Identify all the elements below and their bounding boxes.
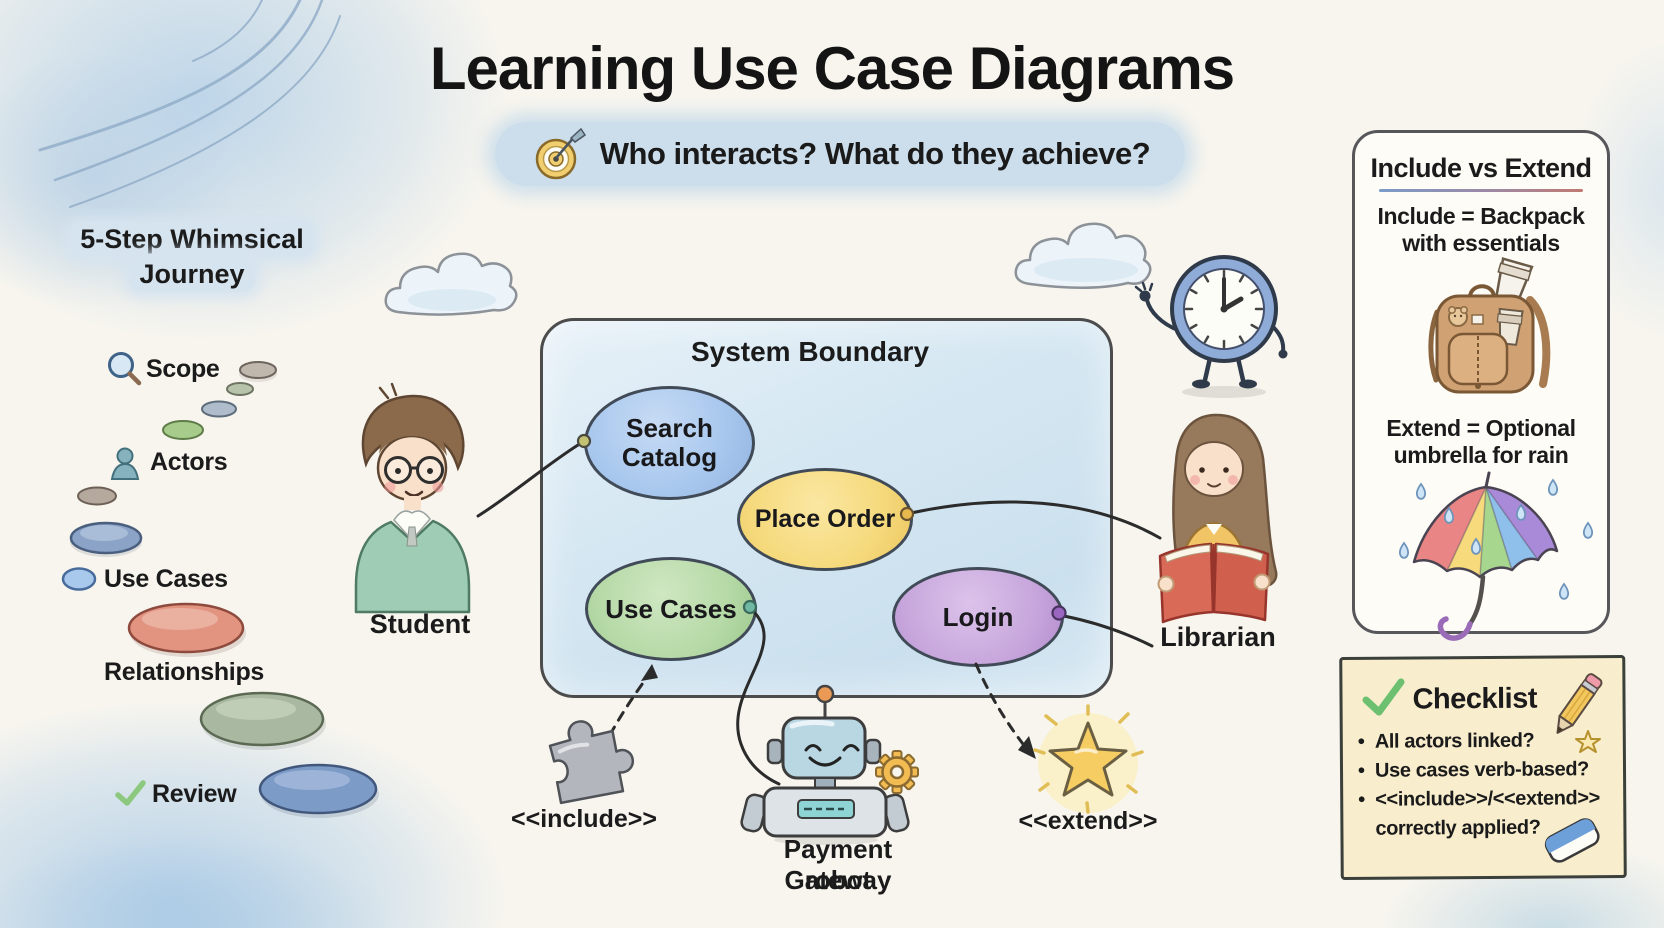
student-illustration [354,382,471,614]
page-title: Learning Use Case Diagrams [429,35,1235,102]
include-definition-text: Include = Backpack with essentials [1377,203,1585,256]
checklist-items: All actors linked? Use cases verb-based?… [1356,726,1607,844]
checklist-item: All actors linked? [1356,726,1606,757]
include-stereotype-label: <<include>> [511,805,657,833]
extend-arrowhead [1018,736,1036,759]
watercolor-wash-bottom-left-2 [0,830,400,928]
puzzle-piece-icon [548,720,635,805]
journey-heading-line2: Journey [129,257,255,292]
librarian-illustration [1157,413,1278,624]
robot-label-line2: robot [804,865,872,895]
step-label-use-cases: Use Cases [104,565,228,593]
subtitle-band: Who interacts? What do they achieve? [495,122,1185,186]
use-case-search-catalog: Search Catalog [584,386,755,500]
step-label-scope: Scope [146,355,220,383]
wind-curves-decoration [38,0,341,208]
step-label-actors: Actors [150,448,228,476]
subtitle-text: Who interacts? What do they achieve? [599,136,1151,171]
review-check-icon [115,780,146,806]
watercolor-wash-bottom-left [0,700,510,928]
robot-label-line1: Payment Gateway [783,834,893,895]
step-label-review: Review [152,780,237,808]
robot-illustration [740,684,919,845]
use-case-use-cases: Use Cases [585,557,757,661]
target-dart-icon [535,128,586,180]
use-case-login: Login [892,567,1064,667]
include-vs-extend-title: Include vs Extend [1370,153,1592,183]
magnifier-icon [108,352,142,386]
system-boundary-label: System Boundary [690,336,930,367]
title-underline [1379,189,1583,192]
include-vs-extend-panel: Include vs Extend Include = Backpack wit… [1352,130,1610,634]
journey-heading: 5-Step Whimsical Journey [50,222,334,292]
cloud-icon [1014,222,1152,289]
actor-label-student: Student [369,609,471,639]
checklist-panel: Checklist All actors linked? Use cases v… [1339,655,1627,880]
person-icon [110,447,140,480]
gear-icon [875,750,919,794]
use-case-place-order: Place Order [737,468,913,571]
use-case-ellipse-icon [61,567,97,591]
step-label-relationships: Relationships [104,658,265,686]
extend-definition-text: Extend = Optional umbrella for rain [1386,415,1576,468]
star-icon [1033,704,1144,814]
clock-character-illustration [1134,255,1288,398]
extend-stereotype-label: <<extend>> [1018,807,1158,835]
checklist-item: Use cases verb-based? [1356,755,1606,786]
checklist-item: <<include>>/<<extend>> correctly applied… [1356,784,1606,844]
actor-label-librarian: Librarian [1160,622,1276,652]
cloud-icon [384,252,518,316]
journey-heading-line1: 5-Step Whimsical [70,222,314,257]
checklist-title: Checklist [1412,682,1538,716]
